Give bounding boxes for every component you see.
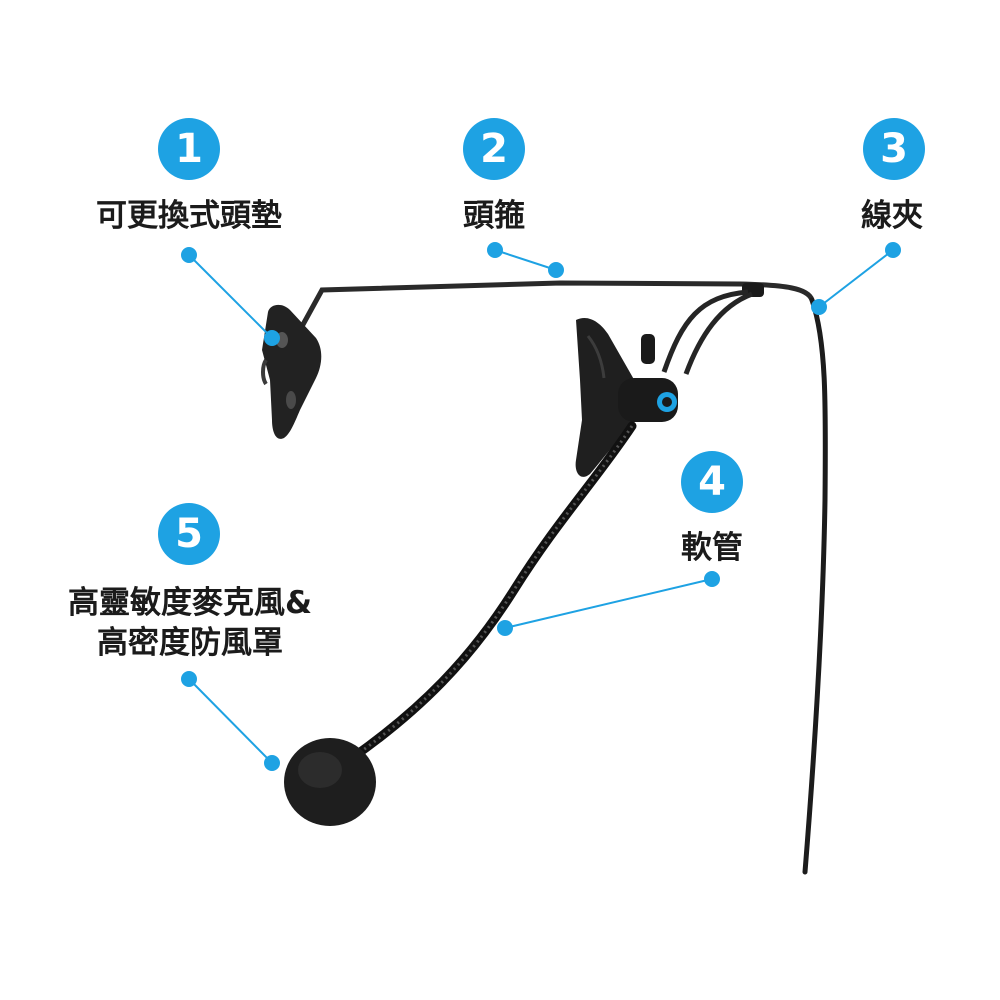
gooseneck [347,421,637,763]
cable [802,297,828,875]
callout-5-label-line-2: 高密度防風罩 [97,625,283,661]
callout-3-label: 線夾 [861,198,923,234]
headband-wire [297,280,815,333]
callout-3-number-badge: 3 [863,118,925,180]
callout-5-label-line-1: 高靈敏度麥克風& [67,585,313,621]
callout-2-label: 頭箍 [463,198,525,234]
callout-5-number-badge: 5 [158,503,220,565]
callout-4-number-badge: 4 [681,451,743,513]
callout-2-number-badge: 2 [463,118,525,180]
callout-1-number-badge: 1 [158,118,220,180]
callout-1-label: 可更換式頭墊 [96,198,282,234]
mic-holder [575,317,678,477]
callout-4-label: 軟管 [681,530,743,566]
head-pad [261,304,322,439]
